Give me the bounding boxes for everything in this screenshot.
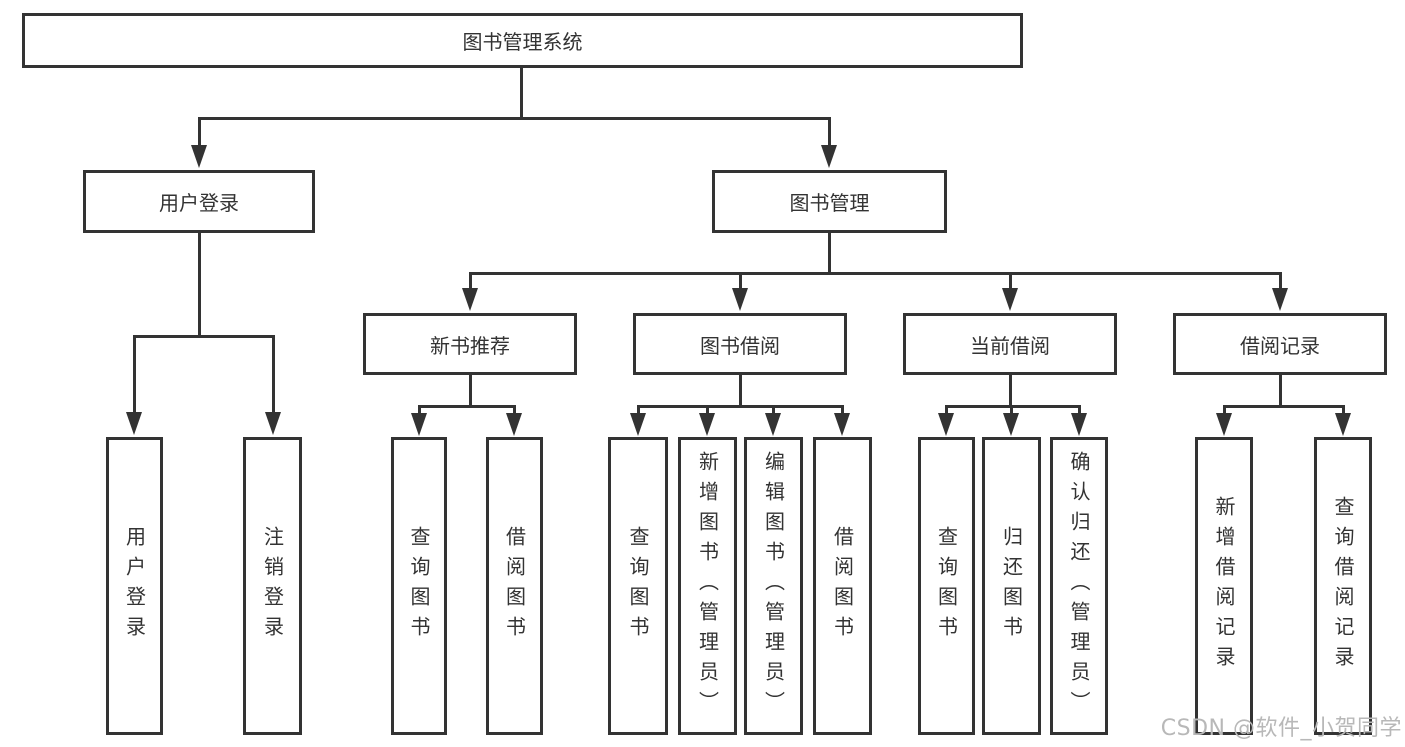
node-book-management: 图书管理	[712, 170, 947, 233]
node-book-borrowing: 图书借阅	[633, 313, 847, 375]
connector-vline	[1010, 405, 1013, 414]
connector-vline	[1279, 375, 1282, 405]
node-label: 新书推荐	[430, 333, 510, 358]
connector-vline	[418, 405, 421, 414]
arrowhead-down-icon	[1002, 288, 1018, 311]
leaf-label: 新增图书（管理员）	[695, 451, 720, 721]
leaf-return-books: 归还图书	[982, 437, 1041, 735]
connector-hline	[1223, 405, 1345, 408]
leaf-add-borrow-record: 新增借阅记录	[1195, 437, 1253, 735]
connector-vline	[945, 405, 948, 414]
arrowhead-down-icon	[1003, 413, 1019, 436]
arrowhead-down-icon	[411, 413, 427, 436]
connector-hline	[133, 335, 274, 338]
arrowhead-down-icon	[821, 145, 837, 168]
leaf-borrow-books-recommend: 借阅图书	[486, 437, 543, 735]
connector-vline	[1009, 375, 1012, 405]
connector-vline	[706, 405, 709, 414]
arrowhead-down-icon	[191, 145, 207, 168]
leaf-query-books-borrow: 查询图书	[608, 437, 668, 735]
leaf-label: 编辑图书（管理员）	[761, 451, 786, 721]
node-label: 图书管理	[789, 191, 870, 215]
node-label: 借阅记录	[1240, 333, 1320, 358]
leaf-label: 查询图书	[626, 526, 650, 646]
connector-vline	[828, 117, 831, 147]
connector-hline	[637, 405, 844, 408]
leaf-label: 归还图书	[999, 526, 1024, 646]
leaf-confirm-return-admin: 确认归还（管理员）	[1050, 437, 1108, 735]
leaf-label: 查询借阅记录	[1331, 496, 1355, 676]
leaf-label: 确认归还（管理员）	[1067, 451, 1091, 721]
leaf-label: 注销登录	[260, 526, 285, 646]
arrowhead-down-icon	[1071, 413, 1087, 436]
connector-vline	[469, 375, 472, 405]
connector-hline	[418, 405, 516, 408]
csdn-watermark: CSDN @软件_小贺同学	[1160, 716, 1402, 741]
node-label: 图书管理系统	[462, 30, 583, 54]
leaf-label: 新增借阅记录	[1212, 496, 1236, 676]
connector-vline	[469, 272, 472, 290]
leaf-logout: 注销登录	[243, 437, 302, 735]
node-label: 图书借阅	[700, 333, 780, 358]
connector-vline	[272, 335, 275, 413]
arrowhead-down-icon	[699, 413, 715, 436]
connector-vline	[841, 405, 844, 414]
leaf-query-borrow-record: 查询借阅记录	[1314, 437, 1372, 735]
leaf-borrow-books: 借阅图书	[813, 437, 872, 735]
connector-vline	[739, 272, 742, 290]
connector-hline	[198, 117, 831, 120]
leaf-add-books-admin: 新增图书（管理员）	[678, 437, 737, 735]
connector-vline	[1009, 272, 1012, 290]
arrowhead-down-icon	[462, 288, 478, 311]
node-library-management-system: 图书管理系统	[22, 13, 1023, 68]
node-label: 用户登录	[159, 191, 239, 215]
leaf-label: 查询图书	[934, 526, 959, 646]
connector-vline	[1342, 405, 1345, 414]
connector-vline	[513, 405, 516, 414]
leaf-label: 用户登录	[122, 526, 147, 646]
connector-vline	[772, 405, 775, 414]
leaf-label: 借阅图书	[502, 526, 527, 646]
node-current-borrowing: 当前借阅	[903, 313, 1117, 375]
node-user-login: 用户登录	[83, 170, 315, 233]
leaf-label: 查询图书	[407, 526, 431, 646]
node-label: 当前借阅	[970, 333, 1050, 358]
arrowhead-down-icon	[126, 412, 142, 435]
leaf-query-books-recommend: 查询图书	[391, 437, 447, 735]
leaf-label: 借阅图书	[830, 526, 855, 646]
connector-hline	[945, 405, 1081, 408]
connector-vline	[198, 233, 201, 335]
arrowhead-down-icon	[765, 413, 781, 436]
connector-hline	[469, 272, 1282, 275]
leaf-user-login: 用户登录	[106, 437, 163, 735]
connector-vline	[133, 335, 136, 413]
arrowhead-down-icon	[732, 288, 748, 311]
arrowhead-down-icon	[630, 413, 646, 436]
connector-vline	[198, 117, 201, 147]
arrowhead-down-icon	[265, 412, 281, 435]
connector-vline	[1078, 405, 1081, 414]
arrowhead-down-icon	[1272, 288, 1288, 311]
arrowhead-down-icon	[938, 413, 954, 436]
connector-vline	[739, 375, 742, 405]
connector-vline	[1223, 405, 1226, 414]
arrowhead-down-icon	[1216, 413, 1232, 436]
connector-vline	[520, 68, 523, 117]
leaf-query-books-current: 查询图书	[918, 437, 975, 735]
arrowhead-down-icon	[834, 413, 850, 436]
node-new-book-recommend: 新书推荐	[363, 313, 577, 375]
arrowhead-down-icon	[506, 413, 522, 436]
node-borrowing-records: 借阅记录	[1173, 313, 1387, 375]
arrowhead-down-icon	[1335, 413, 1351, 436]
connector-vline	[1279, 272, 1282, 290]
connector-vline	[828, 233, 831, 272]
leaf-edit-books-admin: 编辑图书（管理员）	[744, 437, 803, 735]
connector-vline	[637, 405, 640, 414]
